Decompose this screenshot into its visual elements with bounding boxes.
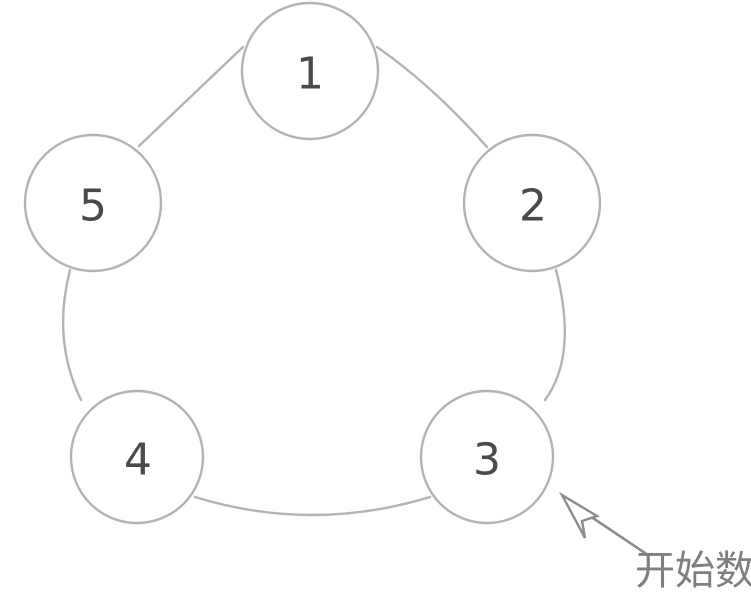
annotation-arrow (558, 491, 649, 557)
node-2[interactable]: 2 (462, 133, 602, 273)
node-5-circle[interactable] (23, 133, 163, 273)
edge-5-to-1 (137, 45, 245, 148)
node-5[interactable]: 5 (23, 133, 163, 273)
edge-3-to-4 (193, 495, 432, 517)
node-2-circle[interactable] (462, 133, 602, 273)
edge-group (61, 45, 566, 517)
node-1-label: 1 (296, 49, 324, 100)
node-group: 1 2 3 4 5 (23, 1, 602, 525)
node-1[interactable]: 1 (240, 1, 380, 141)
node-4[interactable]: 4 (69, 389, 205, 525)
node-3-circle[interactable] (419, 389, 555, 525)
node-5-label: 5 (79, 181, 107, 232)
node-4-circle[interactable] (69, 389, 205, 525)
node-1-circle[interactable] (240, 1, 380, 141)
node-2-label: 2 (519, 181, 547, 232)
annotation-label: 开始数 (635, 548, 751, 594)
edge-1-to-2 (375, 45, 489, 149)
node-4-label: 4 (124, 435, 152, 486)
arrow-head-icon (558, 491, 600, 539)
node-3[interactable]: 3 (419, 389, 555, 525)
edge-2-to-3 (543, 268, 566, 402)
edge-4-to-5 (61, 268, 83, 402)
node-3-label: 3 (473, 435, 501, 486)
